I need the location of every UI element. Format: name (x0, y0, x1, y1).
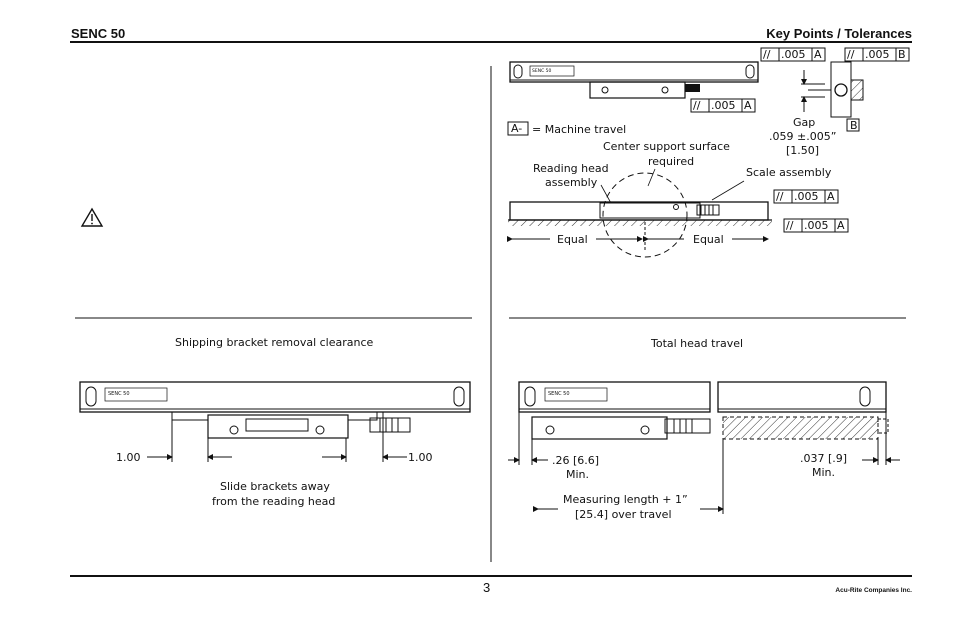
center-support-label: Center support surface (603, 140, 730, 153)
gap-metric: [1.50] (786, 144, 819, 157)
measuring-length-note: Measuring length + 1” (563, 493, 688, 506)
svg-text:B: B (850, 119, 858, 132)
fcf-mid-a: // .005 A (690, 98, 756, 113)
bracket-clearance-dims (147, 412, 407, 462)
head-travel-title: Total head travel (650, 337, 743, 350)
page-number: 3 (483, 580, 491, 595)
reading-head-label: Reading head (533, 162, 609, 175)
mounted-scale-assembly (508, 201, 772, 226)
fcf-right-a2: // .005 A (783, 218, 849, 233)
top-scale-assembly: SENC 50 (509, 61, 759, 99)
header-rule (70, 41, 912, 43)
center-support-circle (602, 172, 688, 258)
fcf-top-a: // .005 A (760, 47, 826, 62)
header-model: SENC 50 (71, 26, 126, 41)
gap-value: .059 ±.005” (769, 130, 836, 143)
svg-text:A-: A- (511, 122, 522, 135)
min-clearance-right: .037 [.9] (800, 452, 847, 465)
bottom-right-scale: SENC 50 (518, 381, 889, 440)
svg-text://: // (693, 99, 701, 112)
header-section-title: Key Points / Tolerances (766, 26, 912, 41)
min-clearance-left: .26 [6.6] (552, 454, 599, 467)
scale-label-br: SENC 50 (548, 391, 570, 397)
fcf-right-a1: // .005 A (773, 189, 839, 204)
svg-text:A: A (744, 99, 752, 112)
min-clearance-left-2: Min. (566, 468, 589, 481)
svg-text://: // (763, 48, 771, 61)
reading-head-label-2: assembly (545, 176, 598, 189)
scale-label-bl: SENC 50 (108, 391, 130, 397)
footer-rule (70, 575, 912, 577)
equal-right-label: Equal (693, 233, 724, 246)
svg-text://: // (786, 219, 794, 232)
gap-label: Gap (793, 116, 815, 129)
clearance-left-dim: 1.00 (116, 451, 141, 464)
bottom-left-scale: SENC 50 (79, 381, 471, 439)
shipping-bracket-title: Shipping bracket removal clearance (175, 336, 374, 349)
svg-text:= Machine travel: = Machine travel (532, 123, 626, 136)
head-travel-dims (508, 412, 900, 514)
end-profile-detail: B (801, 61, 864, 132)
measuring-length-note-2: [25.4] over travel (575, 508, 672, 521)
svg-text:.005: .005 (804, 219, 829, 232)
clearance-right-dim: 1.00 (408, 451, 433, 464)
svg-text://: // (847, 48, 855, 61)
svg-text:.005: .005 (781, 48, 806, 61)
svg-text:.005: .005 (794, 190, 819, 203)
equal-left-label: Equal (557, 233, 588, 246)
equal-dimension (507, 222, 769, 250)
svg-text:B: B (898, 48, 906, 61)
svg-text://: // (776, 190, 784, 203)
svg-text:.005: .005 (711, 99, 736, 112)
company-name: Acu-Rite Companies Inc. (835, 587, 912, 594)
svg-text:.005: .005 (865, 48, 890, 61)
center-support-label-2: required (648, 155, 694, 168)
min-clearance-right-2: Min. (812, 466, 835, 479)
svg-text:A: A (837, 219, 845, 232)
scale-label-top: SENC 50 (532, 68, 552, 74)
svg-text:A: A (827, 190, 835, 203)
slide-brackets-note-2: from the reading head (212, 495, 335, 508)
datum-legend: A- = Machine travel (507, 121, 626, 136)
svg-text:A: A (814, 48, 822, 61)
warning-icon (80, 207, 104, 227)
scale-assembly-label: Scale assembly (746, 166, 832, 179)
fcf-top-b: // .005 B (844, 47, 910, 62)
slide-brackets-note: Slide brackets away (220, 480, 330, 493)
